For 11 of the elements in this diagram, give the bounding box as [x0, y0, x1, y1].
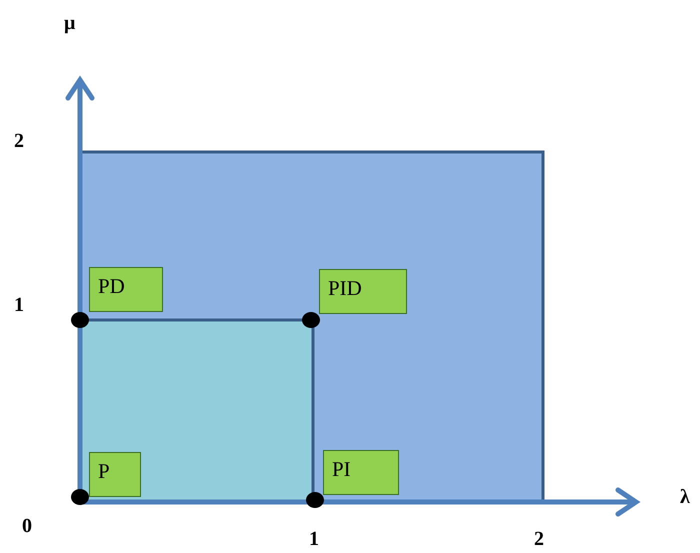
tick-label: 1 — [309, 528, 319, 551]
controller-label: PID — [319, 269, 407, 314]
controller-label: P — [89, 452, 141, 497]
tick-label: 0 — [22, 515, 32, 538]
axis-label: μ — [64, 12, 76, 35]
tick-label: 2 — [534, 528, 544, 551]
controller-label: PD — [89, 267, 163, 312]
tick-label: 1 — [14, 294, 24, 317]
axis-label: λ — [680, 486, 690, 509]
tick-label: 2 — [14, 130, 24, 153]
controller-label: PI — [323, 450, 399, 495]
